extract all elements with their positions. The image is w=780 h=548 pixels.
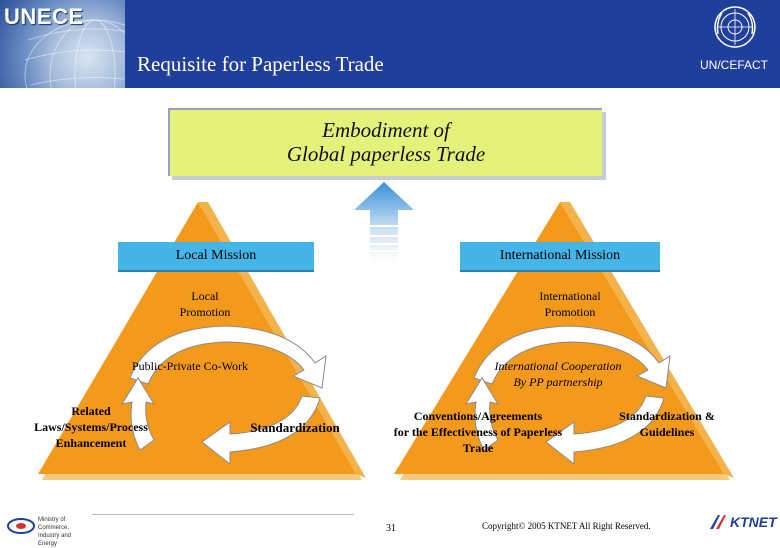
related-laws-line2: Laws/Systems/Process <box>34 420 148 434</box>
international-cooperation-label: International Cooperation By PP partners… <box>468 358 648 390</box>
international-cooperation-line2: By PP partnership <box>513 375 603 389</box>
public-private-label: Public-Private Co-Work <box>131 359 248 373</box>
ministry-logo: Ministry of Commerce, Industry and Energ… <box>6 514 90 547</box>
org-label: UN/CEFACT <box>699 58 768 72</box>
ministry-line1: Ministry of Commerce, <box>38 517 70 531</box>
page-number: 31 <box>386 523 396 534</box>
globe-grid-icon <box>24 19 125 88</box>
related-laws-label: Related Laws/Systems/Process Enhancement <box>16 403 166 451</box>
ktnet-logo: KTNET <box>708 512 777 534</box>
local-promotion-label: Local Promotion <box>150 288 260 320</box>
international-promotion-label: International Promotion <box>510 288 630 320</box>
page-title: Requisite for Paperless Trade <box>137 52 384 76</box>
intl-standardization-label: Standardization & Guidelines <box>600 408 734 440</box>
right-cycle-arrows-icon <box>464 325 671 466</box>
local-mission-bar: Local Mission <box>118 242 314 272</box>
intl-standardization-line2: Guidelines <box>639 425 695 439</box>
international-mission-bar: International Mission <box>460 242 660 272</box>
header-banner: UNECE Requisite for Paperless Trade UN/C… <box>0 0 780 88</box>
copyright-text: Copyright© 2005 KTNET All Right Reserved… <box>482 521 651 531</box>
related-laws-line3: Enhancement <box>55 436 127 450</box>
un-emblem-icon <box>714 6 756 48</box>
ktnet-symbol-icon <box>710 515 726 529</box>
local-promotion-line2: Promotion <box>179 305 231 319</box>
related-laws-line1: Related <box>71 404 111 418</box>
conventions-line1: Conventions/Agreements <box>413 409 543 423</box>
embodiment-text: Embodiment of Global paperless Trade <box>170 118 602 166</box>
local-promotion-line1: Local <box>191 289 219 303</box>
international-promotion-line1: International <box>539 289 601 303</box>
ministry-emblem-icon <box>7 518 35 534</box>
embodiment-line1: Embodiment of <box>322 118 450 142</box>
local-standardization-label: Standardization <box>250 420 340 435</box>
ktnet-wordmark: KTNET <box>730 514 777 530</box>
international-cooperation-line1: International Cooperation <box>494 359 622 373</box>
conventions-line3: Trade <box>462 441 494 455</box>
brand-name: UNECE <box>4 4 84 29</box>
conventions-line2: for the Effectiveness of Paperless <box>393 425 563 439</box>
conventions-label: Conventions/Agreements for the Effective… <box>368 408 588 456</box>
ministry-line2: Industry and Energy <box>38 533 72 547</box>
footer-divider <box>92 514 354 515</box>
left-cycle-arrows-icon <box>120 325 327 466</box>
international-promotion-line2: Promotion <box>544 305 596 319</box>
intl-standardization-line1: Standardization & <box>619 409 715 423</box>
embodiment-box: Embodiment of Global paperless Trade <box>168 108 602 176</box>
embodiment-line2: Global paperless Trade <box>286 142 486 166</box>
up-arrow-icon <box>354 182 414 262</box>
globe-graphic <box>0 0 125 88</box>
